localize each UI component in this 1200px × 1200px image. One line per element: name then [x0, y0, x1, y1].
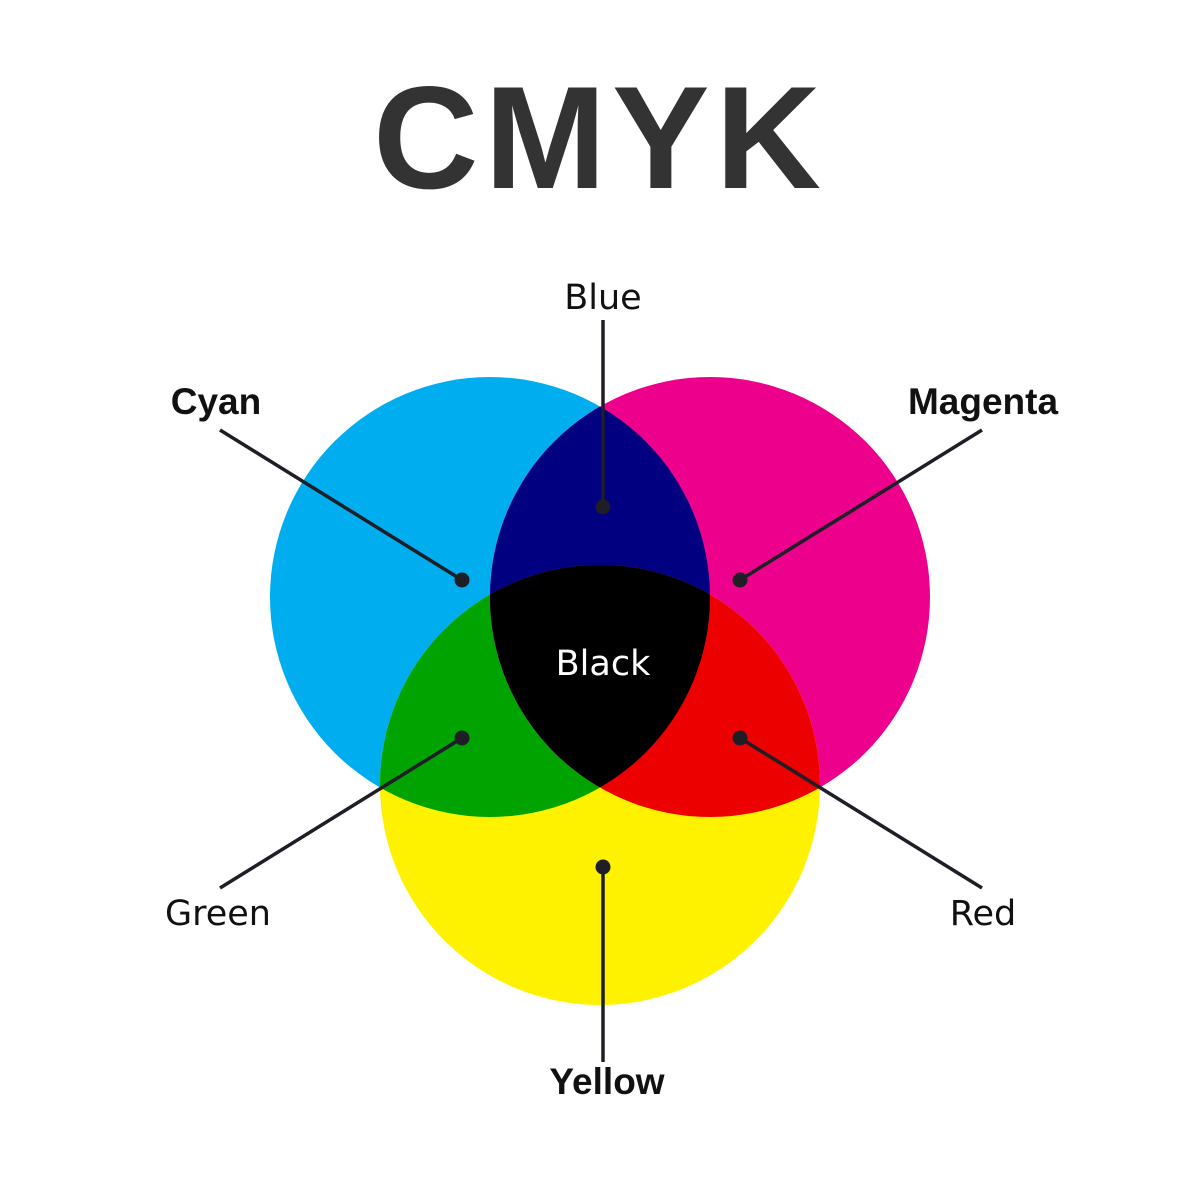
cyan-leader: [219, 428, 470, 588]
cyan-label: Cyan: [171, 381, 261, 422]
magenta-label: Magenta: [908, 381, 1059, 422]
green-leader-dot: [454, 730, 470, 746]
green-label: Green: [165, 894, 271, 934]
yellow-leader: [595, 859, 611, 1062]
cyan-leader-dot: [454, 572, 470, 588]
blue-leader-dot: [595, 499, 611, 515]
magenta-leader: [732, 428, 983, 588]
red-leader-line: [739, 736, 983, 890]
magenta-leader-dot: [732, 572, 748, 588]
red-label: Red: [950, 894, 1017, 934]
black-label: Black: [556, 644, 651, 684]
magenta-leader-line: [739, 428, 983, 582]
green-leader-line: [219, 736, 463, 890]
black-overlap-region: [490, 565, 710, 817]
yellow-leader-dot: [595, 859, 611, 875]
title: CMYK: [373, 56, 827, 219]
green-leader: [219, 730, 470, 890]
blue-label: Blue: [564, 278, 641, 318]
red-leader-dot: [732, 730, 748, 746]
blue-leader: [595, 320, 611, 515]
red-leader: [732, 730, 983, 890]
cyan-leader-line: [219, 428, 463, 582]
yellow-label: Yellow: [549, 1061, 664, 1102]
